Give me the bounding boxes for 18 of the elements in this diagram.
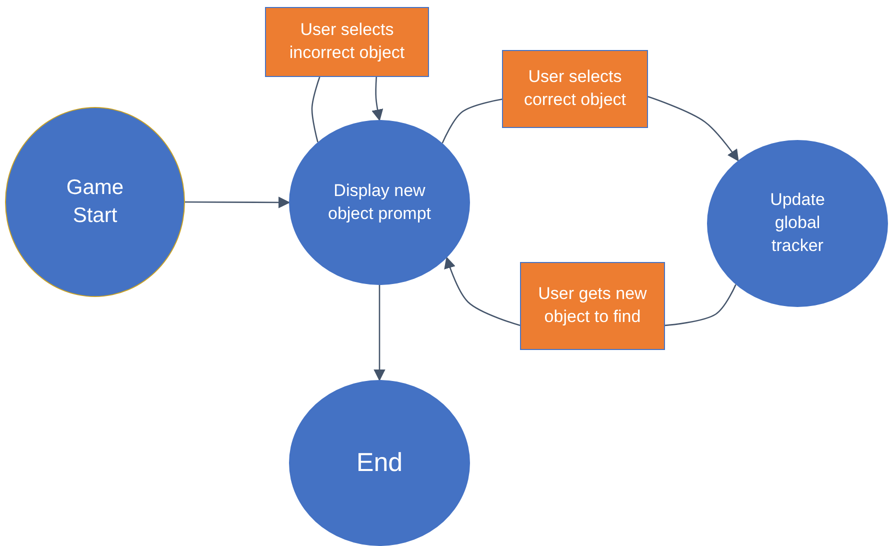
node-label: Game Start xyxy=(65,174,125,229)
node-label: Display new object prompt xyxy=(327,180,432,224)
event-box xyxy=(520,262,665,350)
node-label: User gets new object to find xyxy=(537,283,648,328)
event-box xyxy=(265,7,429,77)
node-label: Update global tracker xyxy=(769,189,826,257)
connector-line xyxy=(442,98,502,144)
node-label: User selects correct object xyxy=(522,66,628,111)
arrow xyxy=(372,76,384,122)
arrow xyxy=(185,196,290,208)
arrow xyxy=(374,285,386,382)
arrow xyxy=(444,256,520,326)
event-box xyxy=(502,50,648,128)
node-label: End xyxy=(356,446,403,480)
node-label: User selects incorrect object xyxy=(288,19,406,64)
connector-line xyxy=(311,76,320,142)
connector-line xyxy=(664,284,736,326)
arrow xyxy=(648,96,739,162)
